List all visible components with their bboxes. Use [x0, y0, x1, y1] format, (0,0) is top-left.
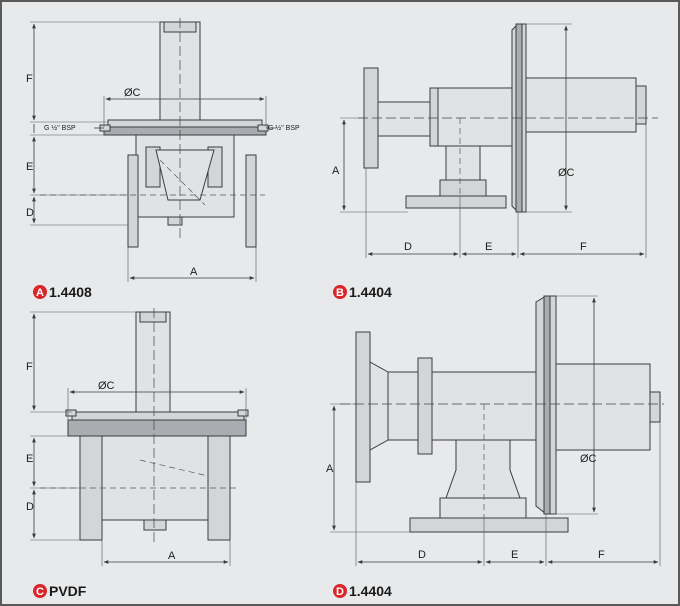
panel-d-dim-f: F — [598, 549, 605, 561]
panel-d-material: 1.4404 — [349, 583, 392, 599]
panel-b-dim-d: D — [404, 241, 412, 253]
panel-c-dim-d: D — [26, 501, 34, 513]
panel-b-material: 1.4404 — [349, 284, 392, 300]
panel-b-caption: B 1.4404 — [333, 284, 392, 300]
panel-c-dim-a: A — [168, 550, 176, 562]
panel-c-material: PVDF — [49, 583, 87, 599]
panel-a-caption: A 1.4408 — [33, 284, 92, 300]
panel-d-dim-d: D — [418, 549, 426, 561]
panel-c-badge — [33, 584, 47, 598]
panel-b-badge-letter: B — [336, 287, 344, 299]
panel-b-badge — [333, 285, 347, 299]
panel-a-dim-e: E — [26, 161, 33, 173]
panel-d-dim-c: ØC — [580, 453, 597, 465]
panel-b-dim-e: E — [485, 241, 492, 253]
panel-a-badge — [33, 285, 47, 299]
panel-d-badge-letter: D — [336, 586, 344, 598]
panel-a-port-right: G ½" BSP — [268, 124, 300, 132]
panel-c-dim-f: F — [26, 361, 33, 373]
panel-a-dim-f: F — [26, 73, 33, 85]
panel-c-badge-letter: C — [36, 586, 44, 598]
panel-a-drawing — [30, 18, 276, 282]
panel-c-dim-e: E — [26, 453, 33, 465]
panel-a-port-left: G ½" BSP — [44, 124, 76, 132]
panel-b-dim-a: A — [332, 165, 340, 177]
panel-d-caption: D 1.4404 — [333, 583, 392, 599]
panel-a-badge-letter: A — [36, 287, 44, 299]
panel-c-drawing — [30, 308, 249, 566]
panel-d-dim-e: E — [511, 549, 518, 561]
panel-c-dim-c: ØC — [98, 380, 115, 392]
panel-a-dim-c: ØC — [124, 87, 141, 99]
panel-b-dim-f: F — [580, 241, 587, 253]
panel-d-dim-a: A — [326, 463, 334, 475]
panel-b-drawing — [340, 23, 658, 258]
panel-a-dim-d: D — [26, 207, 34, 219]
panel-b-dim-c: ØC — [558, 167, 575, 179]
panel-c-caption: C PVDF — [33, 583, 87, 599]
panel-d-badge — [333, 584, 347, 598]
panel-d-drawing — [330, 295, 664, 566]
panel-a-dim-a: A — [190, 266, 198, 278]
panel-a-material: 1.4408 — [49, 284, 92, 300]
